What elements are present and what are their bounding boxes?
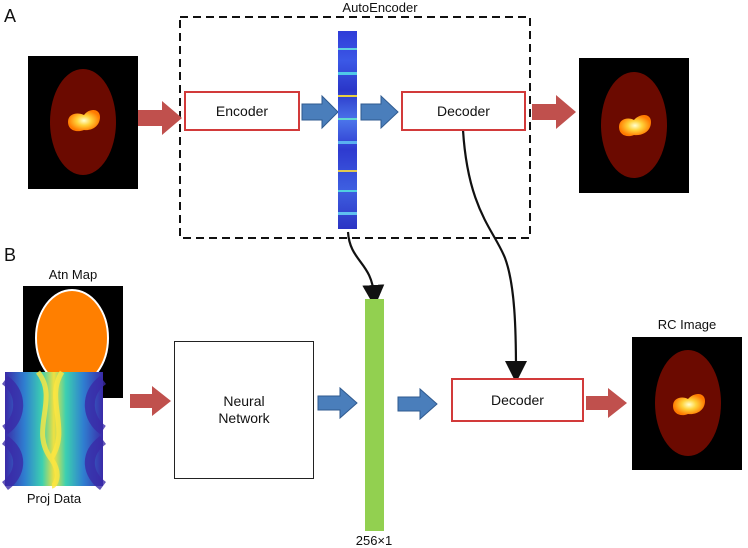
proj-data-image [1,370,107,491]
blue-arrow-network-to-latent [317,386,358,420]
red-arrow-decoder-to-rc [586,388,627,418]
proj-data-label: Proj Data [26,491,82,506]
encoder-label: Encoder [215,103,269,119]
latent-code-bar [338,31,357,229]
latent-size-label: 256×1 [355,533,393,548]
atn-map-label: Atn Map [48,267,98,282]
autoencoder-title: AutoEncoder [342,0,418,15]
connector-latent-to-green [346,231,385,307]
decoder-box-a: Decoder [401,91,526,131]
decoder-label-b: Decoder [491,392,544,408]
neural-network-label: Neural Network [218,392,270,427]
rc-image-label: RC Image [657,317,717,332]
decoder-box-b: Decoder [451,378,584,422]
latent-vector-green [365,299,384,531]
neural-network-box: Neural Network [174,341,314,479]
red-arrow-input-to-encoder [138,101,182,135]
blue-arrow-latent-to-decoder-b [397,387,438,421]
autoencoder-frame [179,16,531,239]
red-arrow-decoder-to-output [532,95,576,129]
decoder-label-a: Decoder [437,103,490,119]
output-image-a [579,58,689,193]
rc-image [632,337,742,470]
input-image-a [28,56,138,189]
encoder-box: Encoder [184,91,300,131]
panel-label-b: B [4,245,17,265]
blue-arrow-latent-to-decoder [360,94,399,130]
connector-decoder-weights [461,129,527,383]
blue-arrow-encoder-to-latent [301,94,339,130]
panel-label-a: A [4,6,17,26]
red-arrow-inputs-to-network [130,386,171,416]
